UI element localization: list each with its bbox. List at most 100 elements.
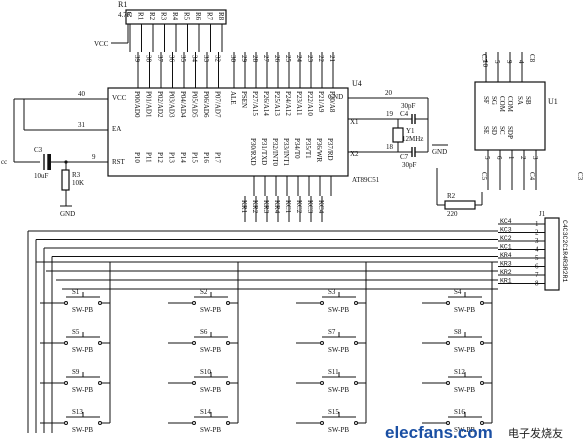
- key-type: SW-PB: [328, 426, 349, 434]
- u1-pin-label: SDP: [506, 126, 514, 139]
- u4-p0-pin-num: 39: [133, 55, 141, 63]
- u4-p0-pin-label: P00/AD0: [133, 91, 141, 118]
- u4-p0-pin-label: P06/AD6: [202, 91, 210, 118]
- u1-pin-label: SC: [498, 126, 506, 135]
- r1-pin-label: R8: [217, 12, 225, 21]
- u4-p1-pin-label: P10: [133, 152, 141, 163]
- r3-gnd-label: GND: [60, 210, 75, 218]
- r1-pin-label: R5: [183, 12, 191, 21]
- u4-p2-pin-num: 22: [317, 55, 325, 63]
- u4-bottom-net-label: KR1: [240, 200, 248, 214]
- key-ref: S4: [454, 288, 462, 296]
- u4-bottom-net-label: KC4: [317, 200, 325, 214]
- u4-p2-pin-num: 24: [295, 55, 303, 63]
- u4-p0-pin-num: 38: [145, 55, 153, 63]
- u4-microcontroller: U4 AT89C51 40 VCC 31 EA 9 RST 20 GND 19 …: [13, 52, 428, 222]
- c3-value: 10uF: [34, 172, 49, 180]
- u4-p2-pin-num: 30: [229, 55, 237, 63]
- u4-p0-pin-label: P05/AD5: [191, 91, 199, 118]
- key-ref: S6: [200, 328, 208, 336]
- u1-pin-label: COM: [506, 96, 514, 113]
- u4-bottom-net-label: KC3: [306, 200, 314, 214]
- key-type: SW-PB: [200, 426, 221, 434]
- u4-p1-pin-label: P16: [202, 152, 210, 163]
- key-type: SW-PB: [328, 306, 349, 314]
- key-ref: S11: [328, 368, 339, 376]
- u4-p2-pin-label: P21/A9: [317, 91, 325, 113]
- u4-p2-pin-num: 26: [273, 55, 281, 63]
- watermark-en: elecfans.com: [385, 423, 493, 442]
- key-ref: S9: [72, 368, 80, 376]
- u4-pin-9-num: 9: [92, 153, 96, 161]
- c4-value: 30pF: [401, 102, 416, 110]
- u4-p2-pin-label: P25/A13: [273, 91, 281, 116]
- c4-ref: C4: [400, 110, 409, 118]
- u4-pin-18-num: 18: [386, 143, 394, 151]
- u4-p2-pin-label: PSEN: [240, 91, 248, 108]
- c3-ref: C3: [34, 146, 43, 154]
- u4-pin-ea: EA: [112, 125, 121, 133]
- key-type: SW-PB: [328, 346, 349, 354]
- j1-label: C4C3C2C1R4R3R2R1: [561, 220, 568, 283]
- key-type: SW-PB: [72, 306, 93, 314]
- r1-pin-label: R7: [206, 12, 214, 21]
- u4-bottom-net-label: KC1: [284, 200, 292, 214]
- u4-p3-pin-label: P34/T0: [293, 138, 301, 159]
- u4-p0-pin-num: 37: [156, 55, 164, 63]
- u4-bottom-net-label: KR3: [262, 200, 270, 214]
- u4-p3-pin-label: P35/T1: [304, 138, 312, 159]
- r1-ref: R1: [118, 0, 127, 9]
- u1-bottom-pin-num: 1: [507, 156, 515, 160]
- u1-top-pin-num: 9: [505, 60, 513, 64]
- key-type: SW-PB: [200, 346, 221, 354]
- r2-value: 220: [447, 210, 458, 218]
- u4-bottom-net-label: KC2: [295, 200, 303, 214]
- u1-ref: U1: [548, 97, 558, 106]
- u4-pin-19-num: 19: [386, 110, 394, 118]
- key-type: SW-PB: [454, 386, 475, 394]
- u4-p0-pin-label: P02/AD2: [156, 91, 164, 118]
- u4-p2-pin-num: 23: [306, 55, 314, 63]
- u1-pin-label: SE: [482, 126, 490, 134]
- u4-p1-pin-label: P15: [191, 152, 199, 163]
- watermark-cn: 电子发烧友: [508, 426, 563, 440]
- key-type: SW-PB: [454, 346, 475, 354]
- r1-pin-label: R3: [160, 12, 168, 21]
- key-type: SW-PB: [72, 386, 93, 394]
- u1-bottom-label: C4: [528, 172, 536, 181]
- u4-p2-pin-label: P23/A11: [295, 91, 303, 116]
- j1-net-label: KR3: [500, 261, 512, 268]
- j1-net-label: KC2: [500, 235, 512, 242]
- u1-top-label: C7: [480, 54, 488, 63]
- u4-pin-rst: RST: [112, 158, 126, 166]
- u1-bottom-pin-num: 5: [483, 156, 491, 160]
- y1-value: 12MHz: [402, 135, 423, 143]
- u1-pin-label: SA: [516, 96, 524, 105]
- u4-p2-pin-num: 21: [328, 55, 336, 63]
- u4-pin-vcc: VCC: [112, 94, 127, 102]
- r1-value: 4.7K: [118, 11, 132, 19]
- r1-vcc-label: VCC: [94, 40, 109, 48]
- key-ref: S1: [72, 288, 80, 296]
- u4-ref: U4: [352, 79, 362, 88]
- u1-pin-label: SF: [482, 96, 490, 104]
- y1-gnd-label: GND: [432, 148, 447, 156]
- key-ref: S15: [328, 408, 339, 416]
- u1-pin-label: SG: [490, 96, 498, 105]
- key-ref: S7: [328, 328, 336, 336]
- u1-top-label: C8: [528, 54, 536, 63]
- j1-net-label: KC1: [500, 244, 512, 251]
- key-type: SW-PB: [454, 426, 475, 434]
- key-ref: S12: [454, 368, 465, 376]
- u4-p1-pin-label: P13: [168, 152, 176, 163]
- u4-p3-pin-label: P33/INT1: [282, 138, 290, 167]
- u4-p3-pin-label: P36/WR: [315, 138, 323, 162]
- key-ref: S16: [454, 408, 465, 416]
- c7-ref: C7: [400, 153, 409, 161]
- j1-net-label: KR2: [500, 269, 512, 276]
- u4-p0-pin-label: P01/AD1: [145, 91, 153, 118]
- j1-net-label: KC3: [500, 227, 512, 234]
- c3-net-label: cc: [1, 158, 7, 166]
